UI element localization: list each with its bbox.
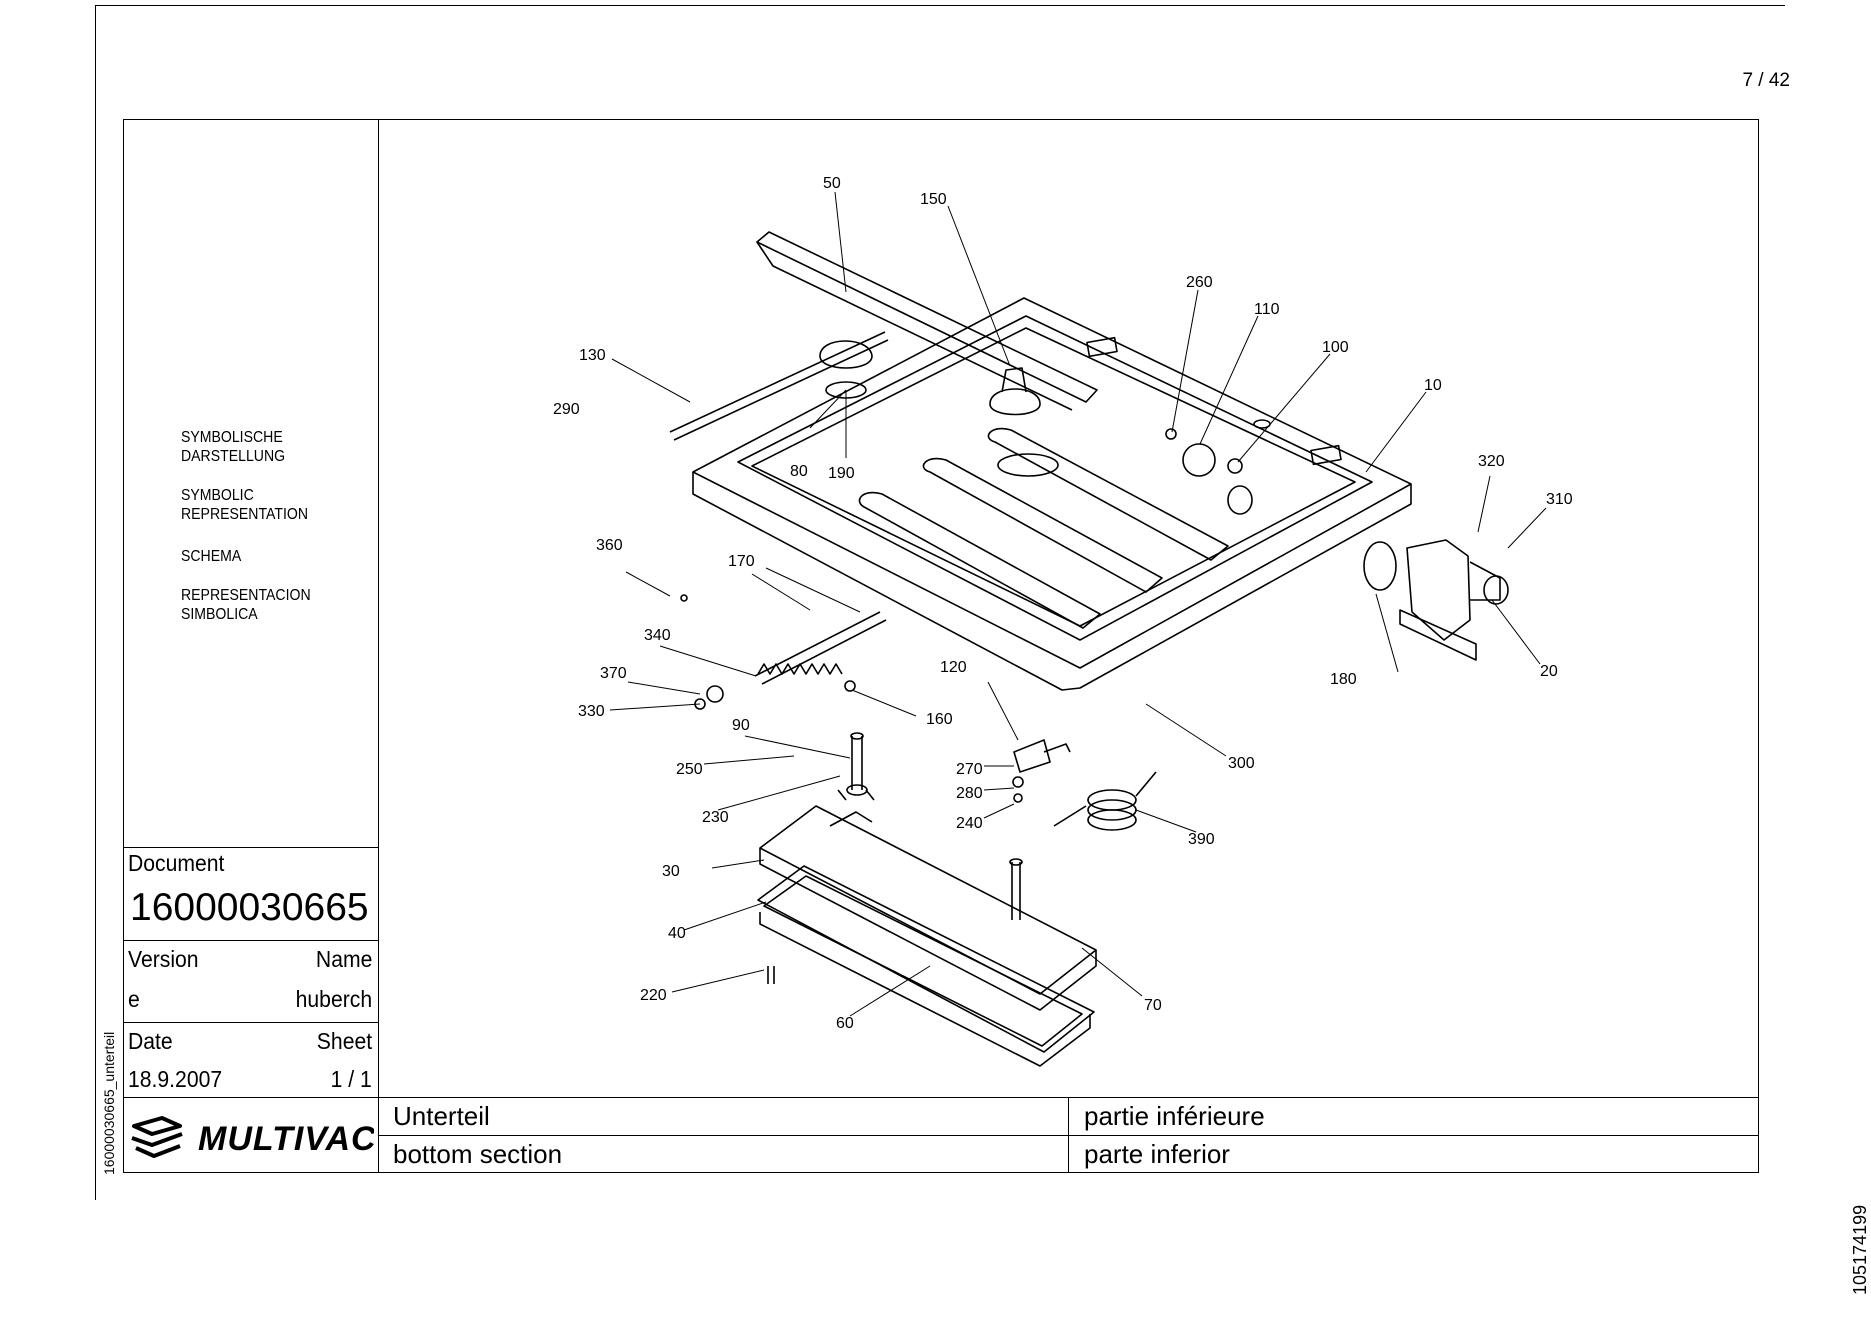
part-label-30: 30	[662, 863, 680, 880]
legend-english: SYMBOLIC REPRESENTATION	[181, 487, 308, 523]
sheet-value: 1 / 1	[330, 1066, 372, 1092]
part-label-320: 320	[1478, 453, 1505, 470]
part-label-160: 160	[926, 711, 953, 728]
page-border-left	[95, 5, 96, 1200]
leader-lines	[609, 191, 1547, 1017]
part-label-40: 40	[668, 925, 686, 942]
version-label: Version	[128, 946, 199, 972]
document-label: Document	[128, 850, 225, 876]
rod	[669, 331, 886, 433]
part-label-90: 90	[732, 717, 750, 734]
part-label-300: 300	[1228, 755, 1255, 772]
part-label-110: 110	[1254, 301, 1280, 318]
name-label: Name	[315, 946, 372, 972]
date-value: 18.9.2007	[128, 1066, 223, 1092]
part-label-330: 330	[578, 703, 605, 720]
spring	[757, 663, 843, 675]
legend-german: SYMBOLISCHE DARSTELLUNG	[181, 429, 286, 465]
part-label-50: 50	[823, 175, 841, 192]
part-label-10: 10	[1424, 377, 1442, 394]
title-french: partie inférieure	[1084, 1101, 1265, 1131]
logo-text: MULTIVAC	[198, 1120, 374, 1158]
version-value: e	[128, 986, 140, 1012]
part-label-270: 270	[956, 761, 983, 778]
part-label-130: 130	[579, 347, 606, 364]
nut-100	[1227, 458, 1243, 474]
page-border-top	[95, 5, 1785, 6]
title-side-column	[123, 119, 379, 1173]
title-block-divider	[123, 940, 379, 941]
part-label-100: 100	[1322, 339, 1349, 356]
bracket-120	[1013, 739, 1051, 773]
title-spanish: parte inferior	[1084, 1139, 1230, 1169]
part-label-360: 360	[596, 537, 623, 554]
tray-slot	[1310, 444, 1342, 466]
plug-110	[1182, 443, 1216, 477]
tray-slot	[1086, 336, 1118, 358]
bracket-150	[989, 388, 1041, 416]
document-number: 16000030665	[130, 886, 369, 929]
part-label-280: 280	[956, 785, 983, 802]
part-label-190: 190	[828, 465, 855, 482]
screw-260	[1165, 428, 1177, 440]
part-label-340: 340	[644, 627, 671, 644]
trough-2	[922, 457, 1163, 593]
title-block-divider	[123, 1022, 379, 1023]
tray-front-face	[692, 472, 1412, 691]
plate-30	[759, 805, 1097, 995]
part-label-230: 230	[702, 809, 729, 826]
part-label-170: 170	[728, 553, 755, 570]
trough-3	[987, 427, 1229, 561]
tray-inner-floor	[751, 327, 1356, 627]
date-label: Date	[128, 1028, 173, 1054]
page-number: 7 / 42	[1742, 70, 1790, 91]
part-label-260: 260	[1186, 274, 1213, 291]
plate-60	[759, 912, 1091, 1067]
sealing-strip	[756, 231, 1098, 403]
part-label-240: 240	[956, 815, 983, 832]
screw-90	[851, 736, 863, 790]
part-label-370: 370	[600, 665, 627, 682]
gasket-40	[757, 865, 1095, 1053]
legend-french: SCHEMA	[181, 548, 242, 565]
title-strip-middle	[379, 1135, 1759, 1136]
tray-inner-rim	[737, 315, 1373, 641]
title-strip-divider	[1068, 1097, 1069, 1173]
part-label-20: 20	[1540, 663, 1558, 680]
part-label-60: 60	[836, 1015, 854, 1032]
title-strip-top	[123, 1097, 1759, 1098]
title-german: Unterteil	[393, 1101, 490, 1131]
o-ring-180	[1363, 541, 1397, 591]
part-label-290: 290	[553, 401, 580, 418]
trough-1	[858, 491, 1101, 629]
assembly-linework	[609, 191, 1547, 1067]
part-label-220: 220	[640, 987, 667, 1004]
title-english: bottom section	[393, 1139, 563, 1169]
name-value: huberch	[295, 986, 372, 1012]
part-label-390: 390	[1188, 831, 1215, 848]
tray-hole	[1227, 485, 1253, 515]
multivac-logo-mark	[131, 1116, 183, 1158]
sheet-label: Sheet	[316, 1028, 372, 1054]
part-label-310: 310	[1546, 491, 1573, 508]
drain-hole	[997, 453, 1059, 477]
title-block-divider	[123, 847, 379, 848]
valve-block	[1406, 539, 1471, 641]
part-label-70: 70	[1144, 997, 1162, 1014]
part-label-80: 80	[790, 463, 808, 480]
cap-80	[819, 340, 873, 369]
part-label-180: 180	[1330, 671, 1357, 688]
part-labels: 50 150 130 290 260 110 100 10 320 310 80…	[553, 175, 1573, 1032]
part-label-120: 120	[940, 659, 967, 676]
part-label-250: 250	[676, 761, 703, 778]
part-label-150: 150	[920, 191, 947, 208]
drawing-frame	[123, 119, 1759, 1173]
multivac-logo: MULTIVAC	[131, 1116, 374, 1158]
legend-spanish: REPRESENTACION SIMBOLICA	[181, 587, 311, 623]
